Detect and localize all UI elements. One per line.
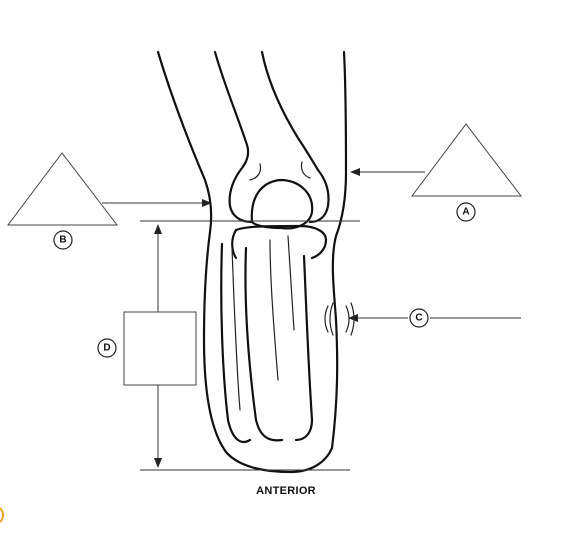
marker-b: B [53,230,73,250]
triangle-a [350,123,523,197]
marker-a: A [456,202,476,222]
corner-mark [0,507,4,523]
arrow-c [348,314,521,322]
femur [213,50,330,230]
marker-a-label: A [462,207,469,218]
impact-lines [324,302,355,336]
leg-outline [156,50,348,474]
marker-c-label: C [415,313,422,324]
triangle-b [7,152,212,226]
marker-c: C [409,308,429,328]
marker-d: D [97,338,117,358]
box-d [123,311,197,386]
tibia-fibula [220,224,328,444]
anterior-label: ANTERIOR [256,485,316,497]
measurement-d [123,224,197,468]
marker-b-label: B [59,235,66,246]
marker-d-label: D [103,343,110,354]
